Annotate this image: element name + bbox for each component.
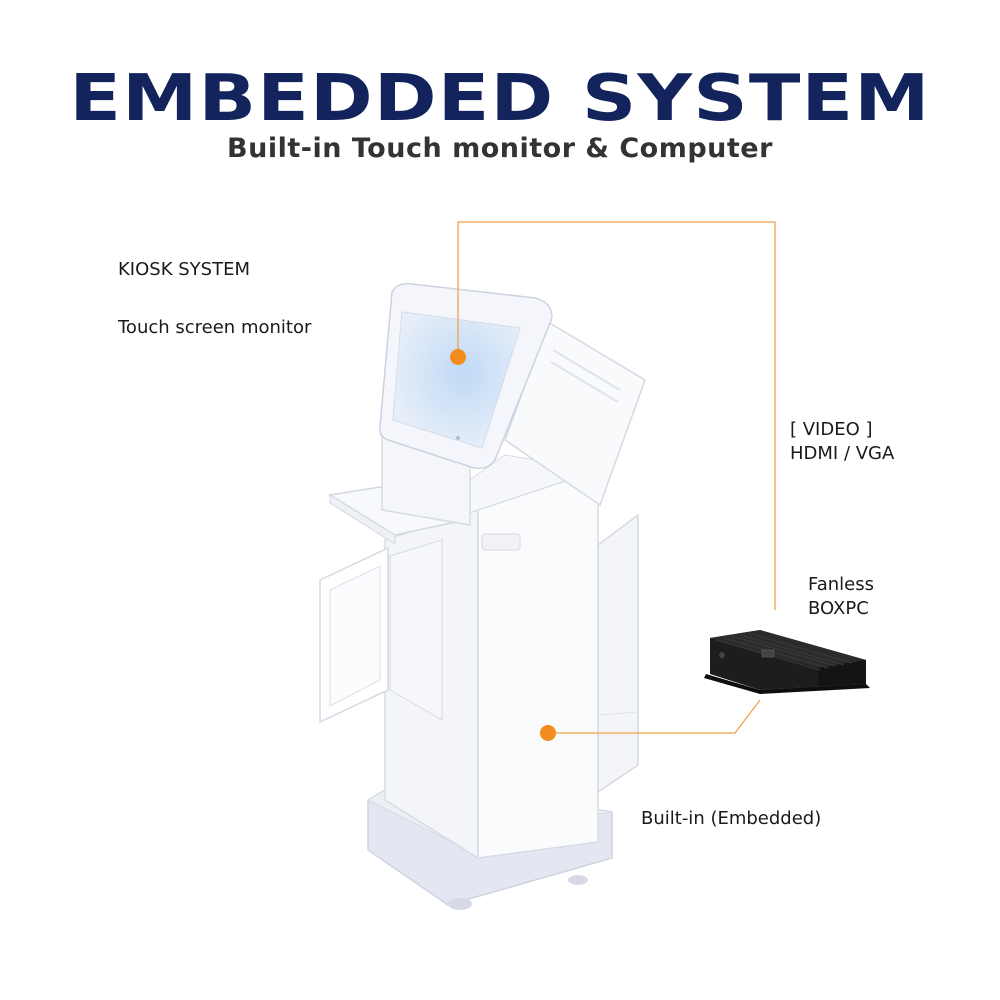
boxpc-illustration bbox=[704, 630, 870, 694]
touch-monitor bbox=[378, 282, 553, 470]
callout-dot-icon bbox=[450, 349, 466, 365]
callout-lines bbox=[457, 221, 776, 734]
callout-dot-icon bbox=[540, 725, 556, 741]
label-fanless: Fanless bbox=[808, 574, 874, 595]
page-subtitle: Built-in Touch monitor & Computer bbox=[227, 133, 773, 164]
label-hdmi-vga: HDMI / VGA bbox=[790, 443, 895, 464]
label-boxpc: BOXPC bbox=[808, 598, 869, 619]
kiosk-front-door bbox=[319, 539, 443, 724]
label-kiosk-system: KIOSK SYSTEM bbox=[118, 259, 250, 280]
callout-line-boxpc bbox=[548, 699, 761, 734]
label-builtin-embedded: Built-in (Embedded) bbox=[641, 808, 822, 829]
label-video: [ VIDEO ] bbox=[790, 419, 873, 440]
page-title: EMBEDDED SYSTEM bbox=[69, 62, 931, 136]
kiosk-rear-module bbox=[504, 320, 646, 507]
callout-line-monitor bbox=[457, 221, 776, 610]
label-touch-monitor: Touch screen monitor bbox=[118, 317, 312, 338]
